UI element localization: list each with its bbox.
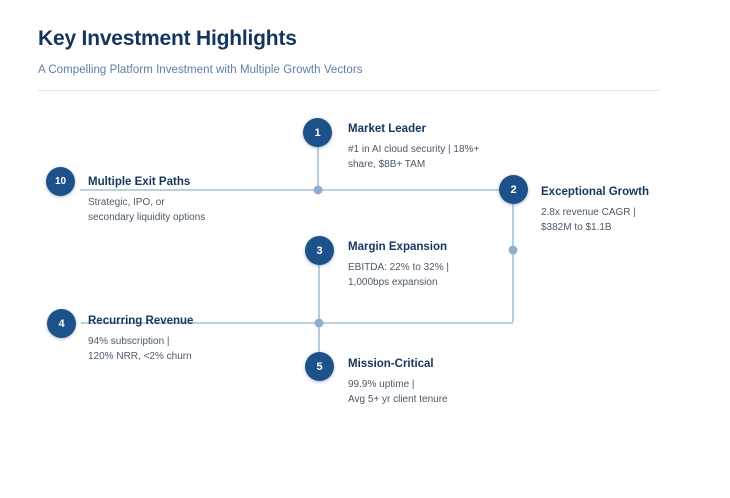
node-badge-2: 2: [499, 175, 528, 204]
node-detail-line: $382M to $1.1B: [541, 222, 612, 233]
node-text-3: Margin Expansion EBITDA: 22% to 32% | 1,…: [348, 240, 528, 290]
node-detail-3: EBITDA: 22% to 32% | 1,000bps expansion: [348, 260, 528, 290]
junction-dot-node3: [314, 318, 324, 328]
node-detail-2: 2.8x revenue CAGR | $382M to $1.1B: [541, 205, 691, 235]
node-text-10: Multiple Exit Paths Strategic, IPO, or s…: [88, 175, 268, 225]
node-text-5: Mission-Critical 99.9% uptime | Avg 5+ y…: [348, 357, 528, 407]
node-detail-5: 99.9% uptime | Avg 5+ yr client tenure: [348, 377, 528, 407]
junction-dot-right: [508, 245, 518, 255]
node-badge-1: 1: [303, 118, 332, 147]
page-title: Key Investment Highlights: [38, 27, 297, 50]
node-text-2: Exceptional Growth 2.8x revenue CAGR | $…: [541, 185, 691, 235]
page-subtitle: A Compelling Platform Investment with Mu…: [38, 64, 363, 76]
node-title-5: Mission-Critical: [348, 358, 434, 370]
node-detail-line: share, $8B+ TAM: [348, 159, 426, 170]
node-detail-line: secondary liquidity options: [88, 212, 206, 223]
node-detail-line: 94% subscription |: [88, 336, 170, 347]
node-detail-line: Avg 5+ yr client tenure: [348, 394, 448, 405]
node-detail-line: Strategic, IPO, or: [88, 197, 165, 208]
node-badge-5: 5: [305, 352, 334, 381]
node-detail-line: EBITDA: 22% to 32% |: [348, 262, 449, 273]
node-detail-4: 94% subscription | 120% NRR, <2% churn: [88, 334, 268, 364]
node-title-2: Exceptional Growth: [541, 186, 649, 198]
node-detail-line: 120% NRR, <2% churn: [88, 351, 192, 362]
junction-dot-node1: [313, 185, 323, 195]
header-divider: [38, 90, 660, 91]
node-detail-1: #1 in AI cloud security | 18%+ share, $8…: [348, 142, 528, 172]
node-text-4: Recurring Revenue 94% subscription | 120…: [88, 314, 268, 364]
node-detail-line: #1 in AI cloud security | 18%+: [348, 144, 480, 155]
slide-header: Key Investment Highlights A Compelling P…: [38, 26, 663, 78]
node-badge-4: 4: [47, 309, 76, 338]
node-detail-line: 99.9% uptime |: [348, 379, 415, 390]
node-title-1: Market Leader: [348, 123, 426, 135]
node-title-4: Recurring Revenue: [88, 315, 194, 327]
node-title-10: Multiple Exit Paths: [88, 176, 191, 188]
node-detail-line: 1,000bps expansion: [348, 277, 438, 288]
node-text-1: Market Leader #1 in AI cloud security | …: [348, 122, 528, 172]
node-badge-3: 3: [305, 236, 334, 265]
node-badge-10: 10: [46, 167, 75, 196]
node-detail-10: Strategic, IPO, or secondary liquidity o…: [88, 195, 268, 225]
node-detail-line: 2.8x revenue CAGR |: [541, 207, 636, 218]
node-title-3: Margin Expansion: [348, 241, 448, 253]
